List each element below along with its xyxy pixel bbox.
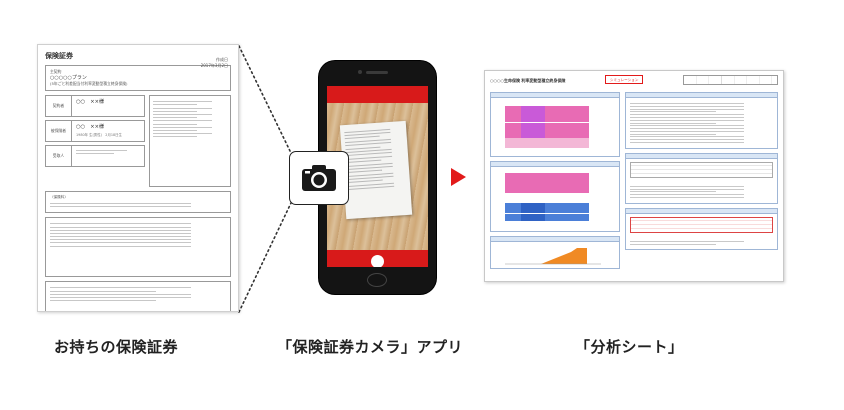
sheet-title: ○○○○生命保険 利率変動型積立終身保険: [490, 78, 566, 83]
certificate-date: 作成日 2017年3月2日: [200, 57, 228, 68]
caption-certificate: お持ちの保険証券: [54, 338, 179, 356]
certificate-plan-box: 主契約 ○○○○○プラン (5年ごと利差配当付利率変動型積立終身保険): [45, 65, 231, 91]
camera-icon: [302, 165, 336, 191]
chart-bar: [521, 203, 545, 221]
analysis-sheet: ○○○○生命保険 利率変動型積立終身保険 シミュレーション: [484, 70, 784, 282]
insured-row: 被保険者 ○○ ××様 1980年 生(男性) 2月18日生: [45, 120, 145, 142]
beneficiary-row: 受取人: [45, 145, 145, 167]
certificate-side-info: [148, 95, 231, 187]
certificate-notes: [45, 281, 231, 311]
app-top-bar: [327, 86, 428, 103]
caption-sheet: 「分析シート」: [575, 338, 684, 356]
comparison-table: [630, 161, 773, 178]
certificate-coverage-table: [45, 217, 231, 278]
front-camera: [358, 70, 362, 74]
text-panel-2: [625, 152, 778, 204]
chart-bar: [505, 203, 589, 221]
area-chart: [505, 248, 601, 265]
home-button[interactable]: [367, 273, 387, 287]
chart-panel-2: [490, 161, 620, 232]
phone-speaker: [366, 71, 388, 74]
plan-name: ○○○○○プラン: [50, 75, 87, 81]
plan-label: 主契約: [50, 69, 62, 74]
text-panel-1: [625, 92, 778, 149]
sheet-badge: シミュレーション: [605, 75, 644, 84]
plan-sub: (5年ごと利差配当付利率変動型積立終身保険): [50, 81, 128, 86]
chart-panel-3: [490, 236, 620, 269]
certificate-persons: 契約者 ○○ ××様 被保険者 ○○ ××様 1980年 生(男性) 2月18日…: [45, 95, 231, 187]
captured-certificate: [339, 120, 413, 220]
insurance-certificate: 保険証券 作成日 2017年3月2日 主契約 ○○○○○プラン (5年ごと利差配…: [37, 44, 239, 312]
shutter-button[interactable]: [371, 255, 384, 267]
camera-icon-box: [289, 151, 349, 205]
text-panel-3: [625, 207, 778, 251]
policyholder-row: 契約者 ○○ ××様: [45, 95, 145, 117]
caption-app: 「保険証券カメラ」アプリ: [277, 338, 464, 356]
chart-bar: [505, 138, 589, 148]
certificate-title: 保険証券: [45, 52, 73, 60]
chart-bar: [505, 173, 589, 193]
chart-panel-1: [490, 92, 620, 157]
summary-table: [630, 216, 773, 233]
right-arrow-icon: [451, 168, 466, 186]
certificate-premium-box: 〈保険料〉: [45, 191, 231, 214]
sheet-info-table: [682, 75, 778, 85]
